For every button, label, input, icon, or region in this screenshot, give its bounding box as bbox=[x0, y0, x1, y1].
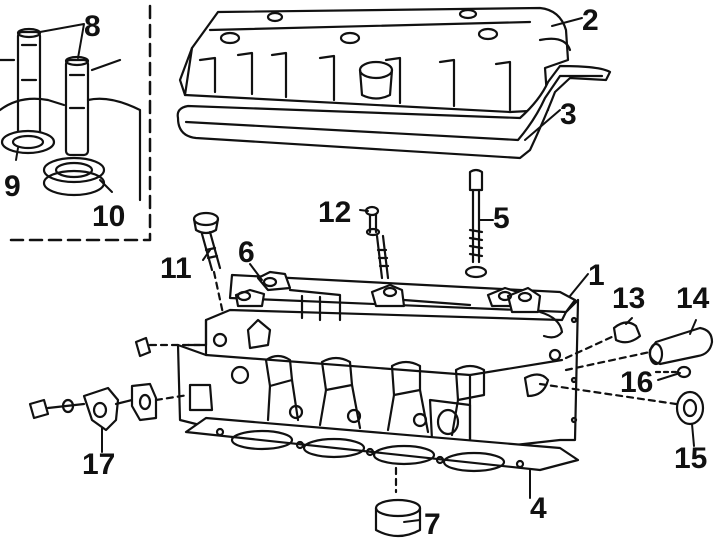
callout-7: 7 bbox=[424, 508, 441, 541]
cylinder-head bbox=[176, 270, 580, 452]
callout-1: 1 bbox=[588, 259, 605, 292]
head-gasket bbox=[184, 416, 580, 473]
callout-8: 8 bbox=[84, 10, 101, 43]
right-side-plugs bbox=[538, 321, 714, 426]
leader-lines bbox=[15, 17, 697, 523]
callout-14: 14 bbox=[676, 282, 710, 315]
head-bolt bbox=[464, 168, 488, 279]
stud-bolt bbox=[364, 205, 390, 280]
callout-13: 13 bbox=[612, 282, 645, 315]
mount-bracket bbox=[28, 382, 190, 432]
callout-labels: 1 2 3 4 5 6 7 8 9 10 11 12 13 14 15 16 1… bbox=[4, 4, 710, 541]
callout-12: 12 bbox=[318, 196, 351, 229]
valve-cover-gasket bbox=[176, 64, 612, 160]
callout-15: 15 bbox=[674, 442, 707, 475]
spring-washers bbox=[0, 129, 106, 197]
callout-3: 3 bbox=[560, 98, 577, 131]
side-bolt bbox=[134, 336, 208, 358]
callout-17: 17 bbox=[82, 448, 115, 481]
valve-cover bbox=[178, 6, 572, 114]
inset-box bbox=[2, 4, 152, 242]
callout-11: 11 bbox=[160, 252, 192, 285]
callout-5: 5 bbox=[493, 202, 510, 235]
callout-16: 16 bbox=[620, 366, 653, 399]
core-plug bbox=[374, 466, 422, 538]
callout-10: 10 bbox=[92, 200, 125, 233]
callout-6: 6 bbox=[238, 236, 255, 269]
callout-2: 2 bbox=[582, 4, 599, 37]
valve-stem-seals bbox=[0, 27, 142, 202]
callout-9: 9 bbox=[4, 170, 21, 203]
callout-4: 4 bbox=[530, 492, 547, 525]
